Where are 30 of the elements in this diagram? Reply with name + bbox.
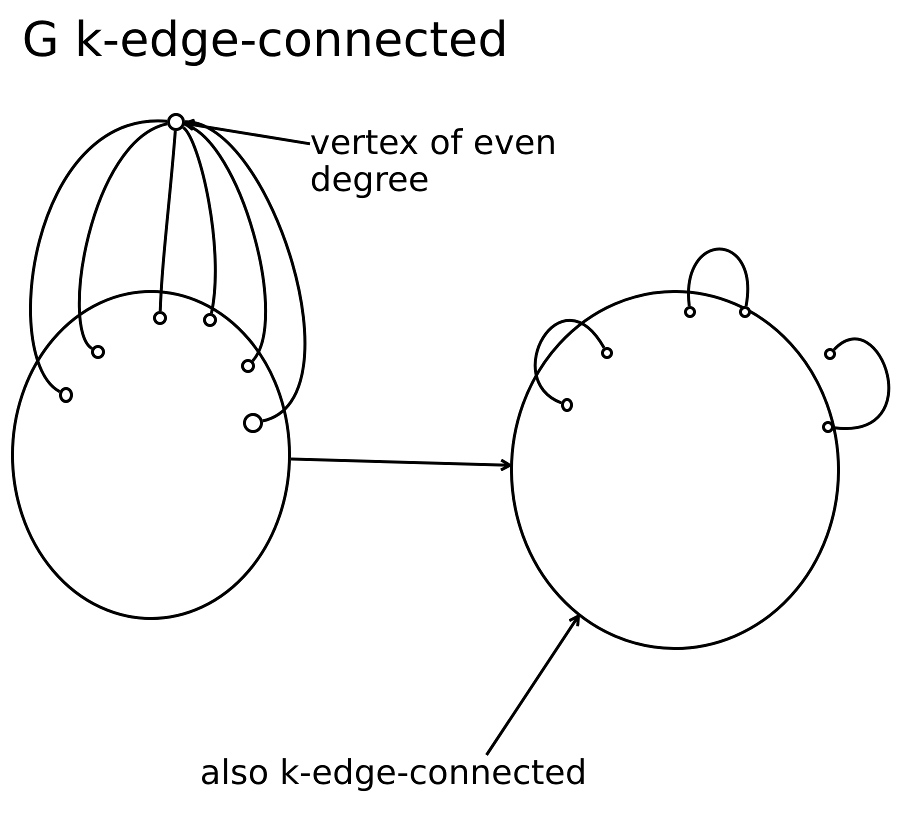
annotation-text: also k-edge-connected: [200, 755, 740, 805]
vertex-circle: [59, 387, 73, 403]
vertex-circle: [739, 306, 751, 318]
vertex-circle: [153, 311, 167, 325]
vertex-circle: [601, 347, 613, 359]
vertex-circle: [167, 113, 185, 131]
graph-edge: [182, 126, 217, 314]
vertex-circle: [203, 313, 217, 327]
graph-edge: [184, 120, 306, 422]
graph-edge: [29, 120, 168, 393]
graph-edge: [78, 122, 168, 350]
arrow: [290, 458, 512, 472]
graph-edge: [158, 130, 177, 312]
vertex-circle: [91, 345, 105, 359]
vertex-circle: [243, 413, 263, 433]
graph-edge: [534, 319, 606, 404]
graph-outline: [510, 290, 840, 650]
vertex-circle: [561, 398, 573, 412]
graph-outline: [11, 290, 291, 620]
graph-edge: [833, 338, 890, 430]
leader-line: [183, 118, 310, 146]
vertex-circle: [824, 348, 836, 360]
leader-line: [485, 614, 580, 756]
graph-edge: [687, 248, 750, 306]
vertex-circle: [684, 306, 696, 318]
vertex-circle: [241, 359, 255, 373]
graph-edge: [184, 123, 268, 362]
heading: G k-edge-connected: [22, 12, 508, 68]
annotation-text: vertex of even degree: [310, 125, 570, 205]
vertex-circle: [822, 421, 834, 433]
